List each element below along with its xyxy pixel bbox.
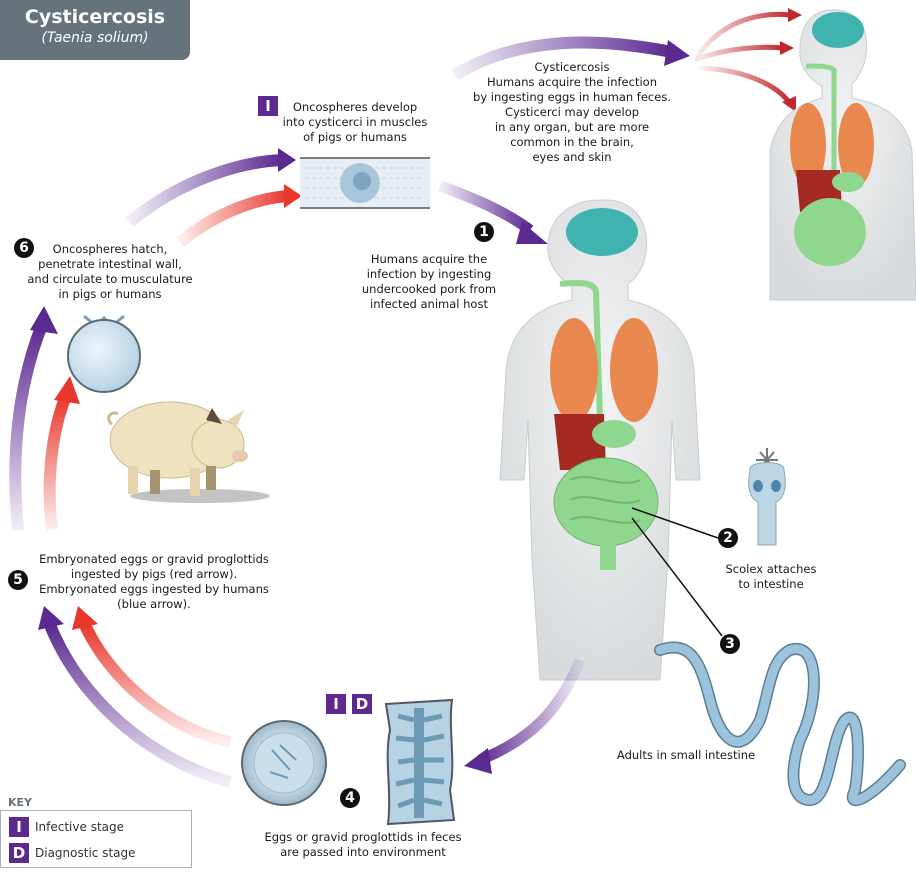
- key-title: KEY: [8, 796, 33, 809]
- cysticercosis-note-line: eyes and skin: [532, 150, 612, 164]
- cysticercosis-note-line: Cysticercosis: [534, 60, 610, 74]
- key-infective-badge: I: [9, 817, 29, 837]
- step-2-line: to intestine: [738, 577, 804, 591]
- cysticercosis-note: Cysticercosis Humans acquire the infecti…: [462, 60, 682, 165]
- page-subtitle: (Taenia solium): [41, 30, 149, 46]
- key-diagnostic-label: Diagnostic stage: [35, 846, 136, 860]
- cysticercosis-note-line: by ingesting eggs in human feces.: [473, 90, 671, 104]
- key-diagnostic-badge: D: [9, 843, 29, 863]
- muscle-cysticercus-illustration: [300, 157, 430, 209]
- stage4-infective-badge: I: [326, 694, 346, 714]
- step-6-line: in pigs or humans: [58, 287, 162, 301]
- organ-arrows: [692, 8, 802, 112]
- cysticercosis-note-line: Humans acquire the infection: [487, 75, 657, 89]
- arrows-ingestion: [38, 606, 232, 788]
- pointer-line-2: [631, 507, 719, 539]
- step-6-number: 6: [14, 238, 34, 258]
- proglottid-illustration: [384, 698, 456, 826]
- step-3-text: Adults in small intestine: [606, 748, 766, 763]
- cysticerci-note: Oncospheres develop into cysticerci in m…: [280, 100, 430, 145]
- egg-illustration: [241, 720, 327, 806]
- page-title: Cysticercosis: [24, 6, 166, 28]
- cysticerci-note-line: of pigs or humans: [303, 130, 407, 144]
- cysticercosis-note-line: in any organ, but are more: [494, 120, 650, 134]
- arrow-to-cysticercosis: [451, 36, 690, 81]
- step-4-line: Eggs or gravid proglottids in feces: [264, 830, 462, 844]
- key-legend: I Infective stage D Diagnostic stage: [0, 810, 192, 868]
- step-4-line: are passed into environment: [280, 845, 446, 859]
- stage4-diagnostic-badge: D: [352, 694, 372, 714]
- step-4-text: Eggs or gravid proglottids in feces are …: [248, 830, 478, 860]
- cysticerci-note-line: Oncospheres develop: [292, 100, 418, 114]
- cyst-illustration: [67, 314, 141, 393]
- cysticerci-note-line: into cysticerci in muscles: [282, 115, 428, 129]
- pig-illustration: [107, 401, 270, 503]
- step-5-number: 5: [8, 570, 28, 590]
- cysticercosis-note-line: common in the brain,: [510, 135, 634, 149]
- step-5-line: ingested by pigs (red arrow).: [70, 567, 238, 581]
- infective-stage-badge: I: [258, 96, 278, 116]
- step-1-text: Humans acquire the infection by ingestin…: [354, 252, 504, 312]
- step-5-text: Embryonated eggs or gravid proglottids i…: [34, 552, 274, 612]
- key-infective-label: Infective stage: [35, 820, 124, 834]
- step-5-line: (blue arrow).: [117, 597, 191, 611]
- step-3-line: Adults in small intestine: [616, 748, 756, 762]
- arrow-to-environment: [464, 657, 586, 774]
- arrows-to-cyst: [9, 306, 80, 531]
- title-banner: Cysticercosis (Taenia solium): [0, 0, 190, 60]
- step-6-line: penetrate intestinal wall,: [38, 257, 182, 271]
- step-1-line: Humans acquire the: [370, 252, 488, 266]
- step-3-number: 3: [720, 634, 740, 654]
- pointer-line-3: [631, 517, 723, 637]
- arrows-to-muscle: [126, 148, 302, 247]
- key-item-diagnostic: D Diagnostic stage: [9, 843, 136, 863]
- step-6-text: Oncospheres hatch, penetrate intestinal …: [22, 242, 198, 302]
- human-upper-right: [769, 9, 916, 301]
- step-1-line: undercooked pork from: [361, 282, 497, 296]
- arrow-to-human: [438, 180, 548, 244]
- adult-tapeworm-illustration: [654, 641, 906, 807]
- step-5-line: Embryonated eggs ingested by humans: [39, 582, 269, 596]
- cysticercosis-note-line: Cysticerci may develop: [504, 105, 640, 119]
- step-6-line: Oncospheres hatch,: [52, 242, 168, 256]
- step-2-text: Scolex attaches to intestine: [716, 562, 826, 592]
- step-2-number: 2: [718, 528, 738, 548]
- step-2-line: Scolex attaches: [725, 562, 817, 576]
- step-1-line: infected animal host: [370, 297, 488, 311]
- step-1-line: infection by ingesting: [366, 267, 492, 281]
- key-item-infective: I Infective stage: [9, 817, 124, 837]
- step-1-number: 1: [474, 222, 494, 242]
- human-main: [499, 199, 701, 681]
- step-4-number: 4: [340, 788, 360, 808]
- step-5-line: Embryonated eggs or gravid proglottids: [39, 552, 269, 566]
- scolex-illustration: [748, 448, 786, 546]
- step-6-line: and circulate to musculature: [27, 272, 193, 286]
